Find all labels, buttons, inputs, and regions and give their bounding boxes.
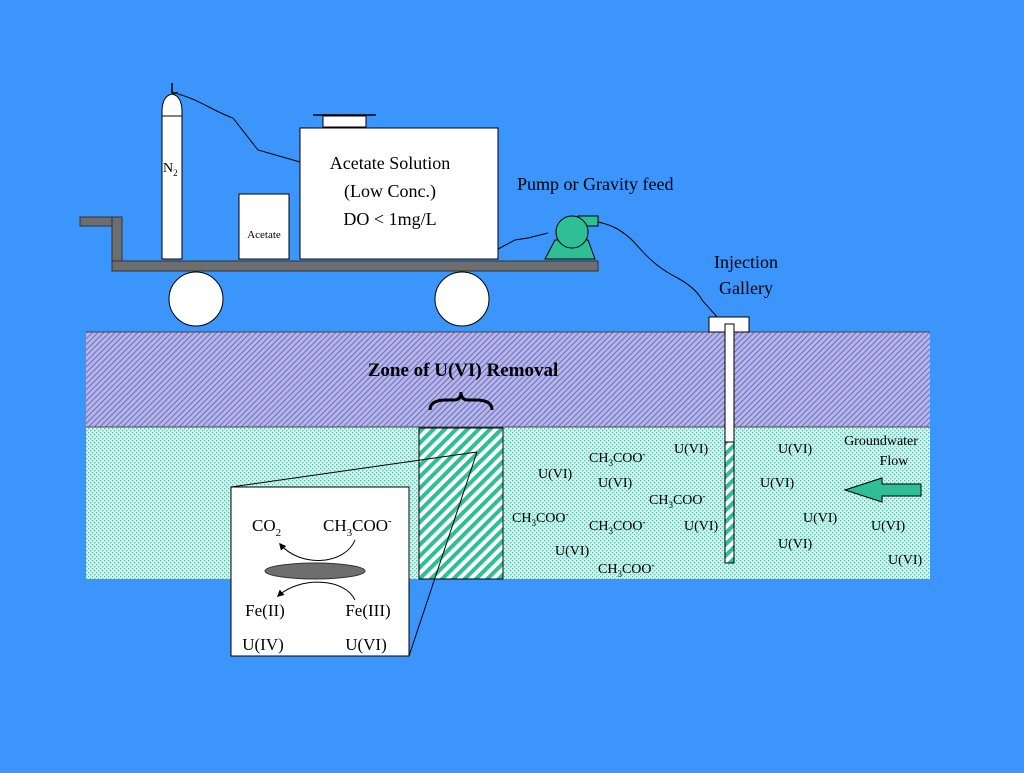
inset-u4: U(IV) (242, 635, 284, 654)
uranium-species-label: U(VI) (555, 544, 590, 559)
inset-co2: CO2 (252, 516, 281, 539)
acetate-species-label: CH3COO- (589, 517, 646, 536)
saturated-zone (86, 427, 930, 579)
unsaturated-zone (86, 332, 930, 427)
pump-icon (555, 215, 589, 249)
uranium-species-label: U(VI) (684, 519, 719, 534)
bacterium-icon (264, 562, 366, 580)
gas-line (177, 93, 301, 163)
uranium-species-label: U(VI) (674, 442, 709, 457)
uranium-species-label: U(VI) (871, 519, 906, 534)
dissolved-species: U(VI) U(VI) U(VI) U(VI) U(VI) U(VI) U(VI) U(VI)… (512, 442, 923, 579)
inset-fe3: Fe(III) (345, 601, 390, 620)
inset-acetate: CH3COO- (323, 515, 392, 539)
acetate-container-label: Acetate (247, 229, 281, 241)
uranium-species-label: U(VI) (598, 476, 633, 491)
uranium-species-label: U(VI) (760, 476, 795, 491)
inset-fe2: Fe(II) (245, 601, 285, 620)
uranium-species-label: U(VI) (888, 553, 923, 568)
cart-platform (111, 260, 599, 272)
injection-label-line1: Injection (714, 252, 778, 272)
uranium-species-label: U(VI) (803, 511, 838, 526)
groundwater-label-line1: Groundwater (844, 434, 918, 449)
tank-label-line2: (Low Conc.) (344, 181, 436, 202)
treatment-zone (418, 427, 504, 580)
acetate-container (238, 193, 290, 260)
uranium-species-label: U(VI) (778, 442, 813, 457)
injection-well-casing (724, 323, 735, 443)
callout-line-bottom (408, 451, 478, 657)
callout-line-top (230, 451, 478, 488)
acetate-species-label: CH3COO- (512, 509, 569, 528)
oxidation-arrow (279, 539, 356, 561)
reduction-arrow (276, 581, 356, 601)
uranium-species-label: U(VI) (538, 467, 573, 482)
acetate-solution-tank (299, 127, 499, 260)
tank-label-line3: DO < 1mg/L (343, 209, 436, 229)
acetate-species-label: CH3COO- (598, 560, 655, 579)
tank-label-line1: Acetate Solution (330, 153, 450, 173)
pump-feed-label: Pump or Gravity feed (517, 174, 673, 194)
injection-label-line2: Gallery (719, 278, 773, 298)
cart-wheel-right (434, 271, 490, 327)
cart-wheel-left (168, 271, 224, 327)
inset-u6: U(VI) (345, 635, 387, 654)
injection-well-screen (724, 441, 735, 564)
tank-to-pump-line (497, 232, 549, 250)
feed-line (597, 221, 719, 319)
tank-lid (322, 115, 367, 128)
groundwater-label-line2: Flow (880, 454, 910, 469)
zone-title: Zone of U(VI) Removal (368, 360, 559, 381)
n2-label: N2 (163, 161, 178, 178)
groundwater-flow-arrow (843, 477, 922, 503)
zone-brace (428, 391, 494, 411)
uranium-species-label: U(VI) (778, 537, 813, 552)
n2-cylinder (161, 93, 183, 260)
acetate-species-label: CH3COO- (589, 449, 646, 468)
acetate-species-label: CH3COO- (649, 491, 706, 510)
